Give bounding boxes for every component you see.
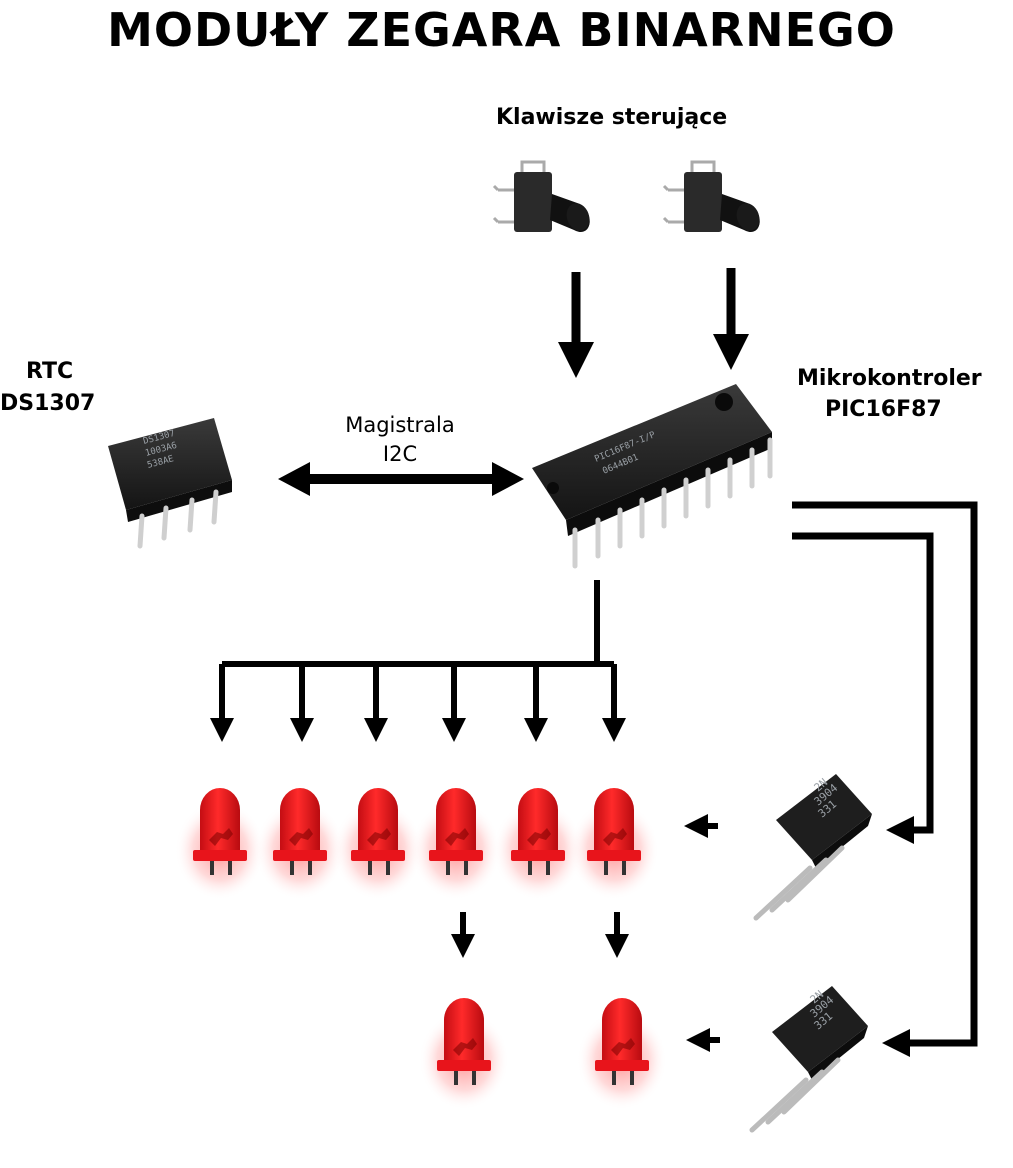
push-button-icon <box>492 160 595 236</box>
rtc-label-line2: DS1307 <box>0 391 96 416</box>
mcu-label-line2: PIC16F87 <box>825 397 942 422</box>
led-icon <box>333 788 423 900</box>
led-icon <box>569 788 659 900</box>
bus-label-line1: Magistrala <box>345 413 455 437</box>
i2c-bus-arrow <box>278 462 524 496</box>
microcontroller-chip-icon: PIC16F87-I/P 0644B01 <box>532 384 773 569</box>
mcu-to-transistor-line <box>792 532 934 844</box>
led-icon <box>411 788 501 900</box>
led-drop-arrows <box>210 664 626 742</box>
led-icon <box>419 998 509 1110</box>
buttons-label: Klawisze sterujące <box>496 105 728 130</box>
rtc-chip-icon: DS1307 1003A6 538AE <box>108 418 232 549</box>
mcu-to-transistor-line <box>792 501 978 1057</box>
bus-label-line2: I2C <box>382 442 418 466</box>
rtc-label-line1: RTC <box>26 359 74 384</box>
led-bus-lines <box>222 580 614 667</box>
transistor-marking: 2N 3904 331 <box>808 988 837 1032</box>
led-icon <box>577 998 667 1110</box>
led-icon <box>255 788 345 900</box>
push-button-icon <box>662 160 765 236</box>
diagram-title: MODUŁY ZEGARA BINARNEGO <box>107 3 896 57</box>
mcu-label-line1: Mikrokontroler <box>797 366 982 391</box>
led-icon <box>175 788 265 900</box>
